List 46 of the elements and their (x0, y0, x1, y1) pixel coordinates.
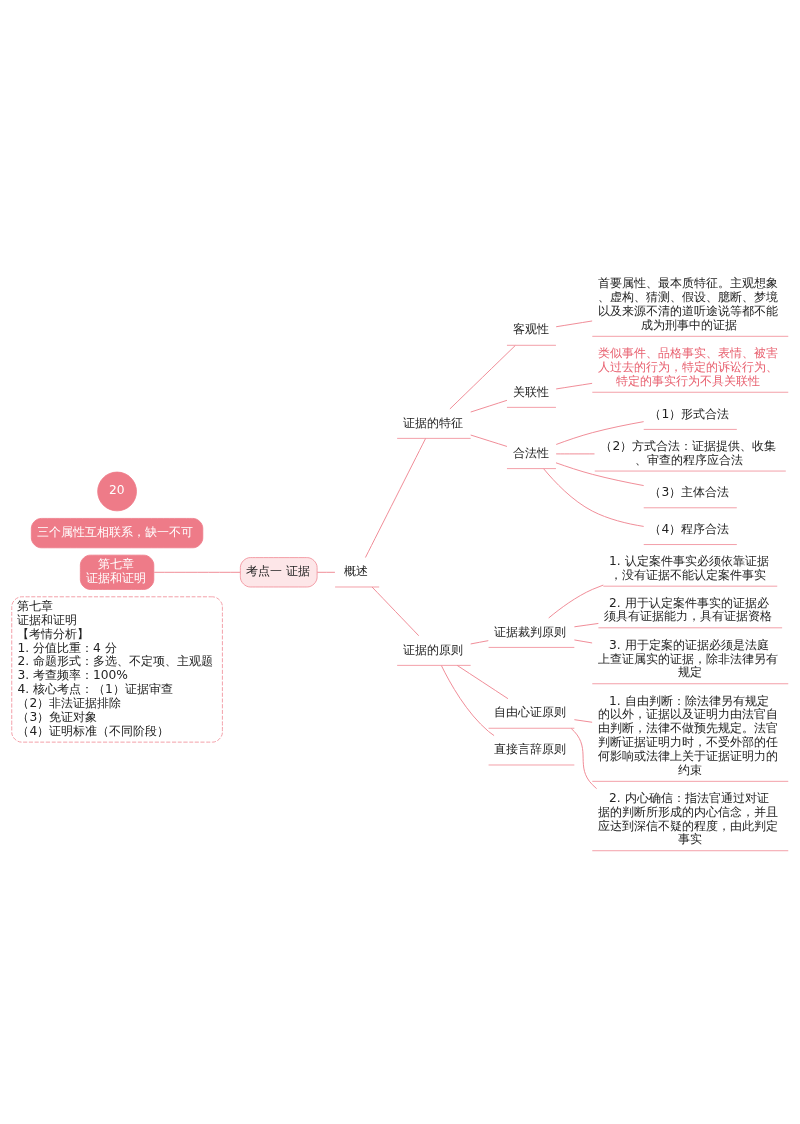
connector (449, 344, 516, 409)
connector (440, 664, 495, 736)
connector (316, 571, 336, 573)
label: 20 (108, 482, 125, 497)
node-text: 证据的特征 (402, 415, 463, 430)
connector (555, 420, 645, 445)
connector (153, 571, 241, 573)
connector (456, 664, 509, 699)
connector (543, 467, 645, 527)
connector (573, 622, 599, 627)
node-text: 合法性 (512, 445, 549, 460)
node-text: （4）程序合法 (649, 521, 730, 536)
connector (548, 584, 604, 618)
node-box: 三个属性互相联系，缺一不可 (30, 517, 204, 548)
connector (570, 727, 598, 789)
connector (470, 399, 508, 413)
connector (470, 434, 508, 447)
connector (470, 639, 489, 644)
connector (573, 638, 593, 643)
node-text: 直接言辞原则 (494, 741, 567, 756)
connector (371, 586, 420, 636)
node-text: 1. 自由判断：除法律另有规定的以外，证据以及证明力由法官自由判断，法律不做预先规定。法官判断证据证明力时，不受外部的任何影响或法律上关于证据证明力的约束 (598, 693, 779, 777)
connector (555, 461, 645, 486)
node-box: 考点一 证据 (239, 556, 318, 587)
node-text: 2. 内心确信：指法官通过对证据的判断所形成的内心信念，并且应达到深信不疑的程度，由此判定事实 (598, 790, 779, 846)
node-text: 证据裁判原则 (494, 624, 567, 639)
node-text: 概述 (344, 563, 369, 578)
node-text: （2）方式合法：证据提供、收集、审查的程序应合法 (600, 438, 777, 467)
node-text: 关联性 (512, 384, 549, 399)
node-text: 2. 用于认定案件事实的证据必须具有证据能力，具有证据资格 (604, 595, 773, 623)
node-text: 客观性 (512, 321, 549, 336)
node-text: 自由心证原则 (494, 704, 567, 719)
node-text: （1）形式合法 (649, 406, 730, 421)
node-box: 第七章 证据和证明 (79, 554, 155, 590)
connector (573, 718, 593, 723)
node-text: 证据的原则 (402, 642, 463, 657)
connector (555, 382, 593, 389)
node-text: 类似事件、品格事实、表情、被害人过去的行为，特定的诉讼行为、特定的事实行为不具关联性 (598, 345, 779, 388)
connector (364, 437, 427, 558)
connector (555, 320, 593, 327)
connector (555, 452, 595, 454)
node-box: 第七章 证据和证明 【考情分析】 1. 分值比重：4 分 2. 命题形式：多选、不定项、主观题 3. 考查频率：100% 4. 核心考点：（1）证据审查 （2）非法证据排除 （3）免证对象 （4）证明标准（不同阶段） (11, 595, 223, 743)
node-text: 1. 认定案件事实必须依靠证据，没有证据不能认定案件事实 (609, 553, 769, 582)
node-text: （3）主体合法 (649, 484, 730, 499)
node-text: 首要属性、最本质特征。主观想象、虚构、猜测、假设、臆断、梦境以及来源不清的道听途说等都不能成为刑事中的证据 (598, 275, 779, 332)
node-text: 3. 用于定案的证据必须是法庭上查证属实的证据，除非法律另有规定 (598, 637, 779, 679)
